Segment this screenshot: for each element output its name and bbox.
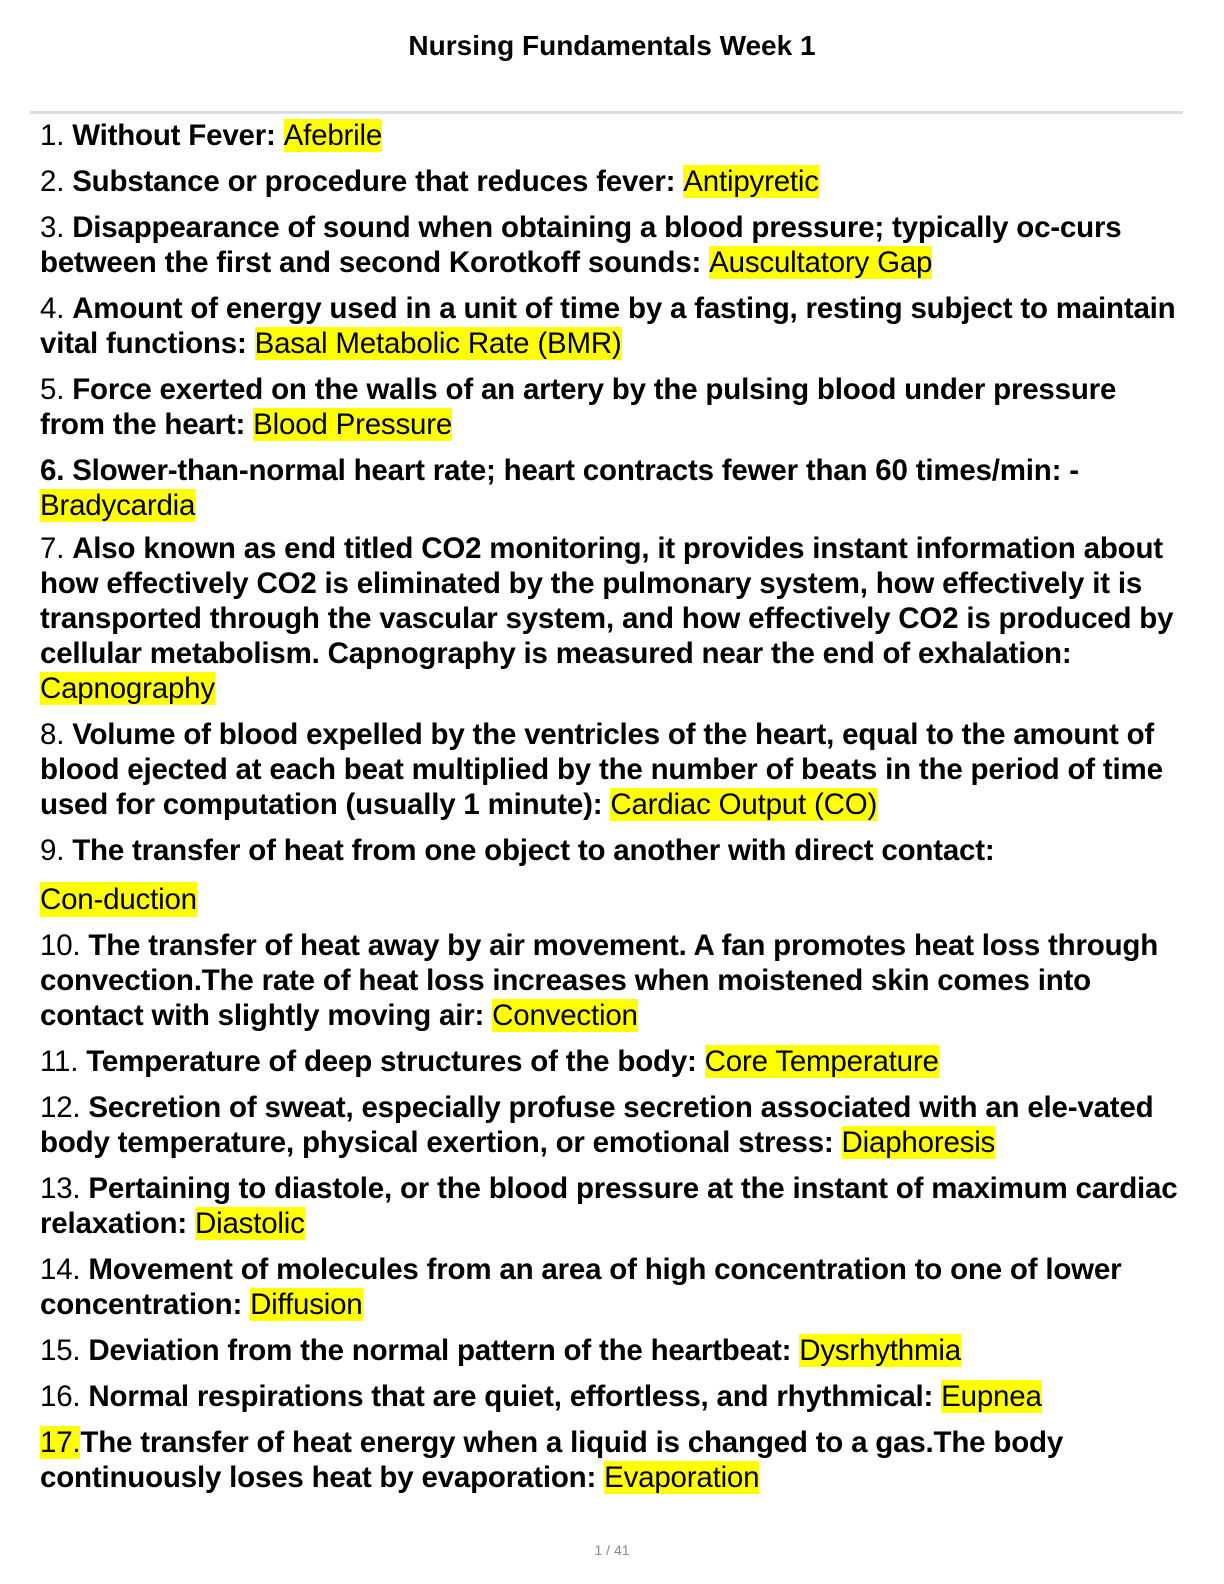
flashcard-list: 1. Without Fever: Afebrile 2. Substance … (40, 118, 1180, 1506)
item-number: 2. (40, 165, 65, 198)
list-item: 9. The transfer of heat from one object … (40, 833, 1180, 917)
item-number: 5. (40, 373, 65, 406)
list-item: 6. Slower-than-normal heart rate; heart … (40, 453, 1180, 523)
list-item: 13. Pertaining to diastole, or the blood… (40, 1171, 1180, 1241)
item-question: The transfer of heat away by air movemen… (40, 929, 1159, 1032)
list-item: 14. Movement of molecules from an area o… (40, 1252, 1180, 1322)
item-question: Deviation from the normal pattern of the… (88, 1334, 800, 1367)
list-item: 4. Amount of energy used in a unit of ti… (40, 291, 1180, 361)
item-question: Movement of molecules from an area of hi… (40, 1253, 1122, 1321)
list-item: 16. Normal respirations that are quiet, … (40, 1379, 1180, 1414)
item-answer-highlight: Afebrile (283, 119, 383, 152)
page-title: Nursing Fundamentals Week 1 (408, 30, 816, 61)
item-question: The transfer of heat energy when a liqui… (40, 1426, 1064, 1494)
item-number: 7. (40, 532, 65, 565)
item-question: Also known as end titled CO2 monitoring,… (40, 532, 1174, 670)
item-number: 4. (40, 292, 65, 325)
list-item: 7. Also known as end titled CO2 monitori… (40, 531, 1180, 706)
item-number: 13. (40, 1172, 81, 1205)
item-number: 6. (40, 454, 65, 487)
item-question: Without Fever: (72, 119, 284, 152)
page-indicator: 1 / 41 (594, 1542, 630, 1558)
list-item: 2. Substance or procedure that reduces f… (40, 164, 1180, 199)
item-question: Substance or procedure that reduces feve… (72, 165, 684, 198)
item-answer-highlight: Core Temperature (704, 1045, 939, 1078)
item-number-highlight: 17. (40, 1426, 81, 1459)
list-item: 10. The transfer of heat away by air mov… (40, 928, 1180, 1033)
item-answer-highlight: Con-duction (40, 882, 197, 917)
item-answer-highlight: Capnography (40, 672, 215, 705)
item-number: 9. (40, 834, 65, 867)
item-question: Temperature of deep structures of the bo… (86, 1045, 705, 1078)
item-question: Normal respirations that are quiet, effo… (88, 1380, 942, 1413)
item-answer-highlight: Cardiac Output (CO) (610, 788, 878, 821)
item-answer-highlight: Bradycardia (40, 489, 196, 522)
item-number: 1. (40, 119, 65, 152)
list-item: 17.The transfer of heat energy when a li… (40, 1425, 1180, 1495)
item-number: 14. (40, 1253, 81, 1286)
header-divider (30, 111, 1183, 114)
item-number: 8. (40, 718, 65, 751)
item-number: 10. (40, 929, 81, 962)
item-answer-highlight: Basal Metabolic Rate (BMR) (254, 327, 622, 360)
item-question: Slower-than-normal heart rate; heart con… (72, 454, 1079, 487)
item-question: Amount of energy used in a unit of time … (40, 292, 1176, 360)
item-question: Pertaining to diastole, or the blood pre… (40, 1172, 1178, 1240)
item-number: 11. (40, 1045, 79, 1078)
item-answer-highlight: Diastolic (194, 1207, 305, 1240)
item-question: Volume of blood expelled by the ventricl… (40, 718, 1163, 821)
item-question: Force exerted on the walls of an artery … (40, 373, 1117, 441)
list-item: 5. Force exerted on the walls of an arte… (40, 372, 1180, 442)
item-number: 3. (40, 211, 65, 244)
item-answer-highlight: Eupnea (941, 1380, 1042, 1413)
item-question: Secretion of sweat, especially profuse s… (40, 1091, 1154, 1159)
item-number: 16. (40, 1380, 81, 1413)
item-answer-highlight: Antipyretic (683, 165, 819, 198)
item-answer-highlight: Blood Pressure (253, 408, 453, 441)
list-item: 15. Deviation from the normal pattern of… (40, 1333, 1180, 1368)
item-number: 15. (40, 1334, 81, 1367)
item-question: The transfer of heat from one object to … (72, 834, 995, 867)
list-item: 12. Secretion of sweat, especially profu… (40, 1090, 1180, 1160)
item-answer-highlight: Diffusion (250, 1288, 363, 1321)
item-answer-highlight: Diaphoresis (841, 1126, 996, 1159)
list-item: 3. Disappearance of sound when obtaining… (40, 210, 1180, 280)
item-answer-highlight: Evaporation (604, 1461, 760, 1494)
item-question: Disappearance of sound when obtaining a … (40, 211, 1122, 279)
list-item: 1. Without Fever: Afebrile (40, 118, 1180, 153)
list-item: 8. Volume of blood expelled by the ventr… (40, 717, 1180, 822)
item-answer-highlight: Auscultatory Gap (709, 246, 933, 279)
list-item: 11. Temperature of deep structures of th… (40, 1044, 1180, 1079)
item-number: 12. (40, 1091, 81, 1124)
item-answer-highlight: Dysrhythmia (799, 1334, 961, 1367)
item-answer-highlight: Convection (492, 999, 638, 1032)
